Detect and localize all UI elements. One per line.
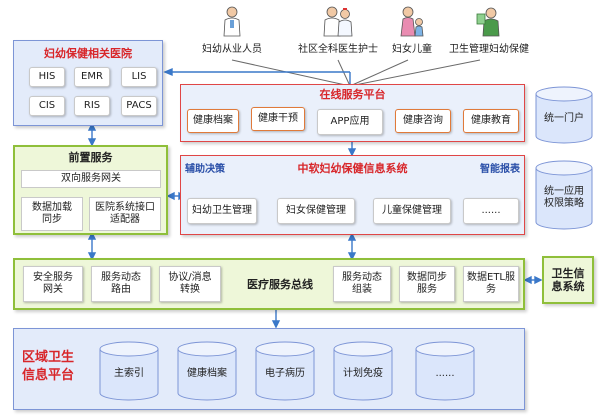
core-more-items: ......: [463, 198, 519, 224]
db-immunization: 计划免疫: [332, 341, 394, 401]
db-health-record-label: 健康档案: [187, 367, 227, 379]
db-immunization-label: 计划免疫: [343, 367, 383, 379]
front-service-title: 前置服务: [68, 151, 113, 164]
platform-health-record: 健康档案: [187, 109, 239, 133]
platform-health-intervention: 健康干预: [251, 107, 305, 131]
unified-portal-label: 统一门户: [544, 112, 584, 124]
unified-access-label: 统一应用 权限策略: [544, 185, 584, 210]
data-loading-sync: 数据加载 同步: [21, 197, 83, 231]
bidirectional-gateway: 双向服务网关: [21, 170, 161, 188]
system-ris: RIS: [74, 96, 110, 116]
health-manager-icon: [476, 7, 500, 37]
db-more: ......: [414, 341, 476, 401]
doctor-nurse-group-icon: [323, 6, 353, 37]
user-health-manager: 卫生管理妇幼保健: [446, 6, 532, 55]
core-women-health-management: 妇女保健管理: [277, 198, 355, 224]
db-master-index-label: 主索引: [114, 367, 144, 379]
database-icon: [415, 341, 475, 401]
hospital-interface-adapter: 医院系统接口 适配器: [89, 197, 161, 231]
bus-protocol-conversion: 协议/消息 转换: [159, 266, 221, 302]
platform-health-education: 健康教育: [463, 109, 519, 133]
online-platform-title: 在线服务平台: [319, 88, 386, 101]
system-emr: EMR: [74, 67, 110, 87]
service-bus-block: 安全服务 网关 服务动态 路由 协议/消息 转换 医疗服务总线 服务动态 组装 …: [13, 258, 525, 310]
database-icon: [177, 341, 237, 401]
platform-health-consult: 健康咨询: [395, 109, 451, 133]
health-system-block: 卫生信 息系统: [542, 256, 594, 304]
bus-security-gateway: 安全服务 网关: [23, 266, 83, 302]
core-maternal-management: 妇幼卫生管理: [187, 198, 257, 224]
health-system-label: 卫生信 息系统: [551, 266, 585, 293]
system-cis: CIS: [29, 96, 65, 116]
hospital-block: 妇幼保健相关医院 HIS EMR LIS CIS RIS PACS: [13, 40, 163, 126]
smart-report-label: 智能报表: [480, 164, 520, 175]
doctor-person-icon: [223, 6, 241, 37]
user-practitioner-label: 妇幼从业人员: [202, 44, 262, 55]
database-icon: [255, 341, 315, 401]
system-his: HIS: [29, 67, 65, 87]
core-child-health-management: 儿童保健管理: [373, 198, 451, 224]
user-practitioner: 妇幼从业人员: [200, 6, 264, 55]
regional-platform-title: 区域卫生 信息平台: [22, 350, 75, 383]
database-icon: [99, 341, 159, 401]
database-icon: [333, 341, 393, 401]
bus-data-sync: 数据同步 服务: [399, 266, 455, 302]
mother-child-icon: [400, 6, 424, 37]
unified-portal-db: 统一门户: [534, 86, 594, 144]
system-lis: LIS: [121, 67, 157, 87]
online-platform-block: 在线服务平台 健康档案 健康干预 APP应用 健康咨询 健康教育: [180, 84, 525, 142]
service-bus-title: 医疗服务总线: [247, 278, 313, 291]
database-icon: [535, 160, 593, 230]
user-health-manager-label: 卫生管理妇幼保健: [449, 44, 529, 55]
user-women-children-label: 妇女儿童: [392, 44, 432, 55]
bus-dynamic-assembly: 服务动态 组装: [333, 266, 391, 302]
db-master-index: 主索引: [98, 341, 160, 401]
regional-platform-block: 区域卫生 信息平台 主索引 健康档案 电子病历 计划免疫 ...: [13, 328, 525, 410]
db-emr-label: 电子病历: [265, 367, 305, 379]
bus-dynamic-routing: 服务动态 路由: [91, 266, 151, 302]
system-pacs: PACS: [121, 96, 157, 116]
front-service-block: 前置服务 双向服务网关 数据加载 同步 医院系统接口 适配器: [13, 145, 168, 235]
user-women-children: 妇女儿童: [388, 6, 436, 55]
user-community-doctor: 社区全科医生护士: [296, 6, 380, 55]
db-health-record: 健康档案: [176, 341, 238, 401]
unified-access-db: 统一应用 权限策略: [534, 160, 594, 230]
db-emr: 电子病历: [254, 341, 316, 401]
db-more-label: ......: [435, 367, 455, 379]
user-community-doctor-label: 社区全科医生护士: [298, 44, 378, 55]
hospital-title: 妇幼保健相关医院: [44, 47, 132, 60]
platform-app: APP应用: [317, 109, 383, 135]
database-icon: [535, 86, 593, 144]
core-system-block: 辅助决策 中软妇幼保健信息系统 智能报表 妇幼卫生管理 妇女保健管理 儿童保健管…: [180, 155, 525, 235]
core-system-title: 中软妇幼保健信息系统: [297, 162, 408, 175]
bus-data-etl: 数据ETL服 务: [463, 266, 519, 302]
decision-support-label: 辅助决策: [185, 164, 225, 175]
